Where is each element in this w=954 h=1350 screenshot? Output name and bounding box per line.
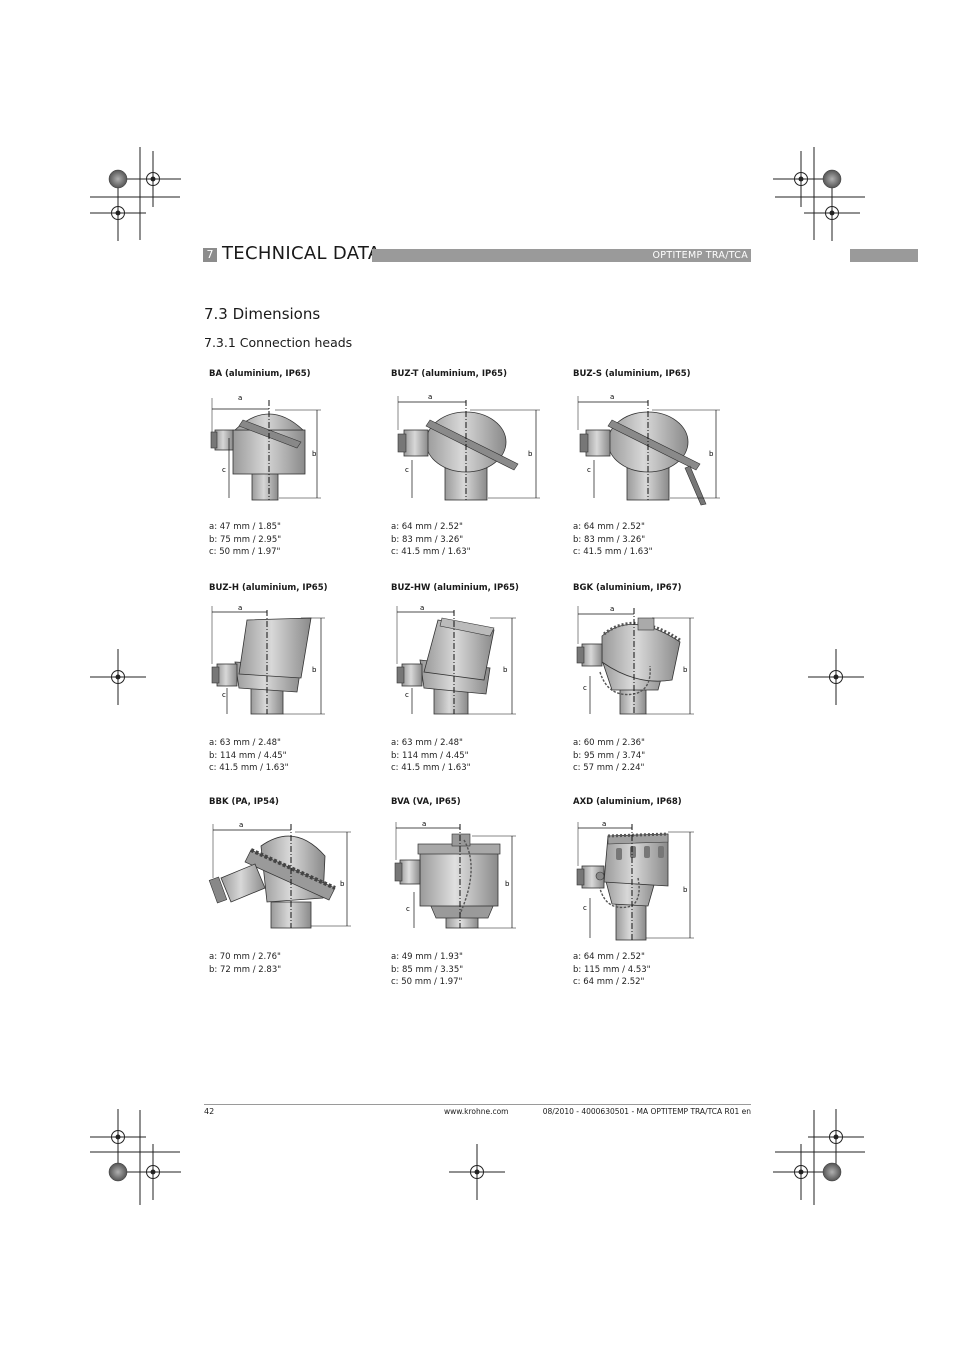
dim-b: b: 115 mm / 4.53" [573,964,651,975]
head-caption: BUZ-H (aluminium, IP65) [209,583,328,593]
dim-b: b: 83 mm / 3.26" [391,534,464,545]
dim-a: a: 63 mm / 2.48" [209,738,281,748]
dim-b-label: b [312,450,317,458]
dim-c: c: 57 mm / 2.24" [573,763,645,773]
dim-a: a: 49 mm / 1.93" [391,952,463,962]
dim-b-label: b [528,450,533,458]
head-caption: BA (aluminium, IP65) [209,369,311,379]
dim-c-label: c [222,466,226,474]
dim-c: c: 64 mm / 2.52" [573,977,645,987]
chapter-title: TECHNICAL DATA [222,243,381,264]
head-dimensions: a: 64 mm / 2.52" b: 115 mm / 4.53" c: 64… [573,951,651,989]
dim-a-label: a [422,820,426,828]
head-caption: BUZ-T (aluminium, IP65) [391,369,507,379]
head-caption: BVA (VA, IP65) [391,797,461,807]
dim-b-label: b [505,880,510,888]
header-bar [372,249,751,262]
dim-b-label: b [683,666,688,674]
footer-rule [204,1104,751,1105]
dim-a: a: 63 mm / 2.48" [391,738,463,748]
dim-c-label: c [406,905,410,913]
dim-b-label: b [503,666,508,674]
dim-c: c: 50 mm / 1.97" [391,977,463,987]
dim-a-label: a [602,820,606,828]
dim-b-label: b [709,450,714,458]
dim-c: c: 41.5 mm / 1.63" [573,547,653,557]
bgk-head-drawing: a b c [576,605,694,715]
dim-a: a: 64 mm / 2.52" [391,522,463,532]
chapter-number: 7 [203,248,217,262]
page-number: 42 [204,1107,215,1116]
head-caption: BUZ-HW (aluminium, IP65) [391,583,519,593]
dim-c: c: 50 mm / 1.97" [209,547,281,557]
head-caption: BBK (PA, IP54) [209,797,279,807]
dim-c-label: c [405,691,409,699]
section-title: 7.3 Dimensions [204,305,321,323]
ba-head-drawing: a b c [210,394,321,501]
head-dimensions: a: 63 mm / 2.48" b: 114 mm / 4.45" c: 41… [209,737,289,775]
head-dimensions: a: 64 mm / 2.52" b: 83 mm / 3.26" c: 41.… [573,521,653,559]
buz-t-head-drawing: a b c [397,393,540,501]
dim-c: c: 41.5 mm / 1.63" [391,763,471,773]
buz-s-head-drawing: a b c [577,393,720,506]
footer-reference: 08/2010 - 4000630501 - MA OPTITEMP TRA/T… [542,1107,751,1116]
head-caption: BGK (aluminium, IP67) [573,583,682,593]
dim-b: b: 114 mm / 4.45" [209,750,287,761]
product-name: OPTITEMP TRA/TCA [652,250,748,261]
dim-a-label: a [238,604,242,612]
bva-head-drawing: a b c [394,820,516,929]
dim-a: a: 47 mm / 1.85" [209,522,281,532]
footer-url: www.krohne.com [444,1107,509,1116]
dim-b: b: 95 mm / 3.74" [573,750,646,761]
dim-c-label: c [583,684,587,692]
dim-c-label: c [583,904,587,912]
dim-c: c: 41.5 mm / 1.63" [391,547,471,557]
bbk-head-drawing: a b [208,821,351,929]
head-dimensions: a: 60 mm / 2.36" b: 95 mm / 3.74" c: 57 … [573,737,645,775]
head-dimensions: a: 64 mm / 2.52" b: 83 mm / 3.26" c: 41.… [391,521,471,559]
dim-b: b: 83 mm / 3.26" [573,534,646,545]
head-dimensions: a: 47 mm / 1.85" b: 75 mm / 2.95" c: 50 … [209,521,281,559]
head-caption: BUZ-S (aluminium, IP65) [573,369,691,379]
dim-b: b: 85 mm / 3.35" [391,964,464,975]
dim-c-label: c [405,466,409,474]
header-side-bar [850,249,918,262]
buz-hw-head-drawing: a b c [396,604,516,715]
subsection-title: 7.3.1 Connection heads [204,335,353,350]
dim-a: a: 64 mm / 2.52" [573,952,645,962]
buz-h-head-drawing: a b c [211,604,325,715]
dim-b: b: 75 mm / 2.95" [209,534,282,545]
dim-a: a: 64 mm / 2.52" [573,522,645,532]
dim-b-label: b [340,880,345,888]
dim-a-label: a [239,821,243,829]
dim-a: a: 70 mm / 2.76" [209,952,281,962]
dim-c: c: 41.5 mm / 1.63" [209,763,289,773]
dim-c-label: c [222,691,226,699]
dim-a-label: a [428,393,432,401]
head-caption: AXD (aluminium, IP68) [573,797,682,807]
dim-b-label: b [683,886,688,894]
axd-head-drawing: a b c [576,820,694,941]
dim-b: b: 114 mm / 4.45" [391,750,469,761]
head-dimensions: a: 70 mm / 2.76" b: 72 mm / 2.83" [209,951,281,976]
dim-b: b: 72 mm / 2.83" [209,964,282,975]
dim-a-label: a [238,394,242,402]
dim-c-label: c [587,466,591,474]
dim-a-label: a [420,604,424,612]
dim-a-label: a [610,393,614,401]
dim-a: a: 60 mm / 2.36" [573,738,645,748]
head-dimensions: a: 63 mm / 2.48" b: 114 mm / 4.45" c: 41… [391,737,471,775]
head-dimensions: a: 49 mm / 1.93" b: 85 mm / 3.35" c: 50 … [391,951,463,989]
dim-b-label: b [312,666,317,674]
dim-a-label: a [610,605,614,613]
